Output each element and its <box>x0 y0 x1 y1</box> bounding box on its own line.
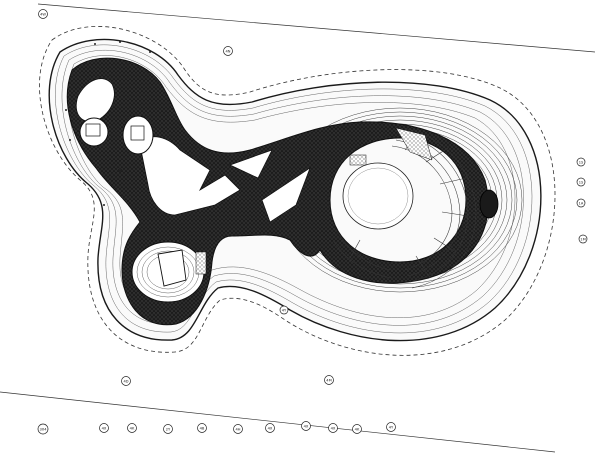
grid-bubble: 4N <box>223 46 233 56</box>
grid-bubble: 4H <box>233 424 243 434</box>
east-core <box>479 189 499 219</box>
left-lobe-interior <box>75 78 115 122</box>
svg-text:4K: 4K <box>355 427 360 431</box>
svg-text:1M: 1M <box>580 237 585 241</box>
interior-wedge-1 <box>229 149 273 179</box>
svg-text:4H: 4H <box>236 427 241 431</box>
svg-text:3X4: 3X4 <box>39 427 47 431</box>
core-left-2 <box>122 115 154 155</box>
core-left-1 <box>79 117 109 147</box>
stair-hatch <box>349 154 367 166</box>
grid-bubble: 4X <box>328 423 338 433</box>
grid-bubble: 1A <box>576 198 586 208</box>
svg-text:4X: 4X <box>304 424 309 428</box>
svg-text:4X: 4X <box>268 426 273 430</box>
site-boundary-top <box>37 3 595 53</box>
site-boundary-bottom <box>0 391 556 453</box>
svg-text:1S: 1S <box>579 180 584 184</box>
grid-bubbles-bottom: 3X4 4X 4K 2Y 4B 4H 4X 4X <box>37 421 396 435</box>
grid-bubble: 1S <box>576 157 586 167</box>
svg-text:4K: 4K <box>130 426 135 430</box>
perimeter-dots <box>65 41 151 206</box>
grid-bubble: 4X <box>301 421 311 431</box>
grid-bubble: 1S <box>576 177 586 187</box>
grid-bubble: 1M <box>578 234 588 244</box>
grid-bubble: 4Y <box>279 305 289 315</box>
svg-text:4W: 4W <box>40 12 46 16</box>
grid-bubble: 2Y <box>163 424 173 434</box>
grid-bubble: 4M <box>324 375 334 385</box>
grid-bubble: 4X <box>99 423 109 433</box>
svg-text:4B: 4B <box>200 426 205 430</box>
seating-hatch-zone <box>395 127 433 161</box>
grid-bubble: 4K <box>352 424 362 434</box>
svg-text:2Y: 2Y <box>166 427 171 431</box>
svg-text:4Y: 4Y <box>389 425 394 429</box>
grid-bubbles-top: 4W 4N <box>38 9 233 56</box>
lower-core-room <box>157 249 187 287</box>
grid-bubble: 3X4 <box>37 423 49 435</box>
landscape-contour-rings <box>55 44 533 334</box>
svg-text:4M: 4M <box>326 378 331 382</box>
interior-void-upper <box>139 136 241 216</box>
svg-text:4N: 4N <box>226 49 231 53</box>
svg-text:1S: 1S <box>579 160 584 164</box>
auditorium-stage <box>342 162 414 230</box>
svg-text:4D: 4D <box>123 379 128 383</box>
grid-bubble: 4X <box>265 423 275 433</box>
grid-bubble: 4D <box>121 376 131 386</box>
grid-bubble: 4W <box>38 9 48 19</box>
grid-bubble: 4B <box>197 423 207 433</box>
svg-text:4X: 4X <box>102 426 107 430</box>
svg-text:1A: 1A <box>579 201 584 205</box>
grid-bubbles-middle: 4Y 4D 4M <box>121 305 334 386</box>
interior-wedge-2 <box>261 167 311 223</box>
grid-bubble: 4K <box>127 423 137 433</box>
grid-bubbles-right: 1S 1S 1A 1M <box>576 157 588 244</box>
svg-text:4X: 4X <box>331 426 336 430</box>
grid-bubble: 4Y <box>386 422 396 432</box>
svg-text:4Y: 4Y <box>282 308 287 312</box>
setback-outline <box>39 26 556 356</box>
